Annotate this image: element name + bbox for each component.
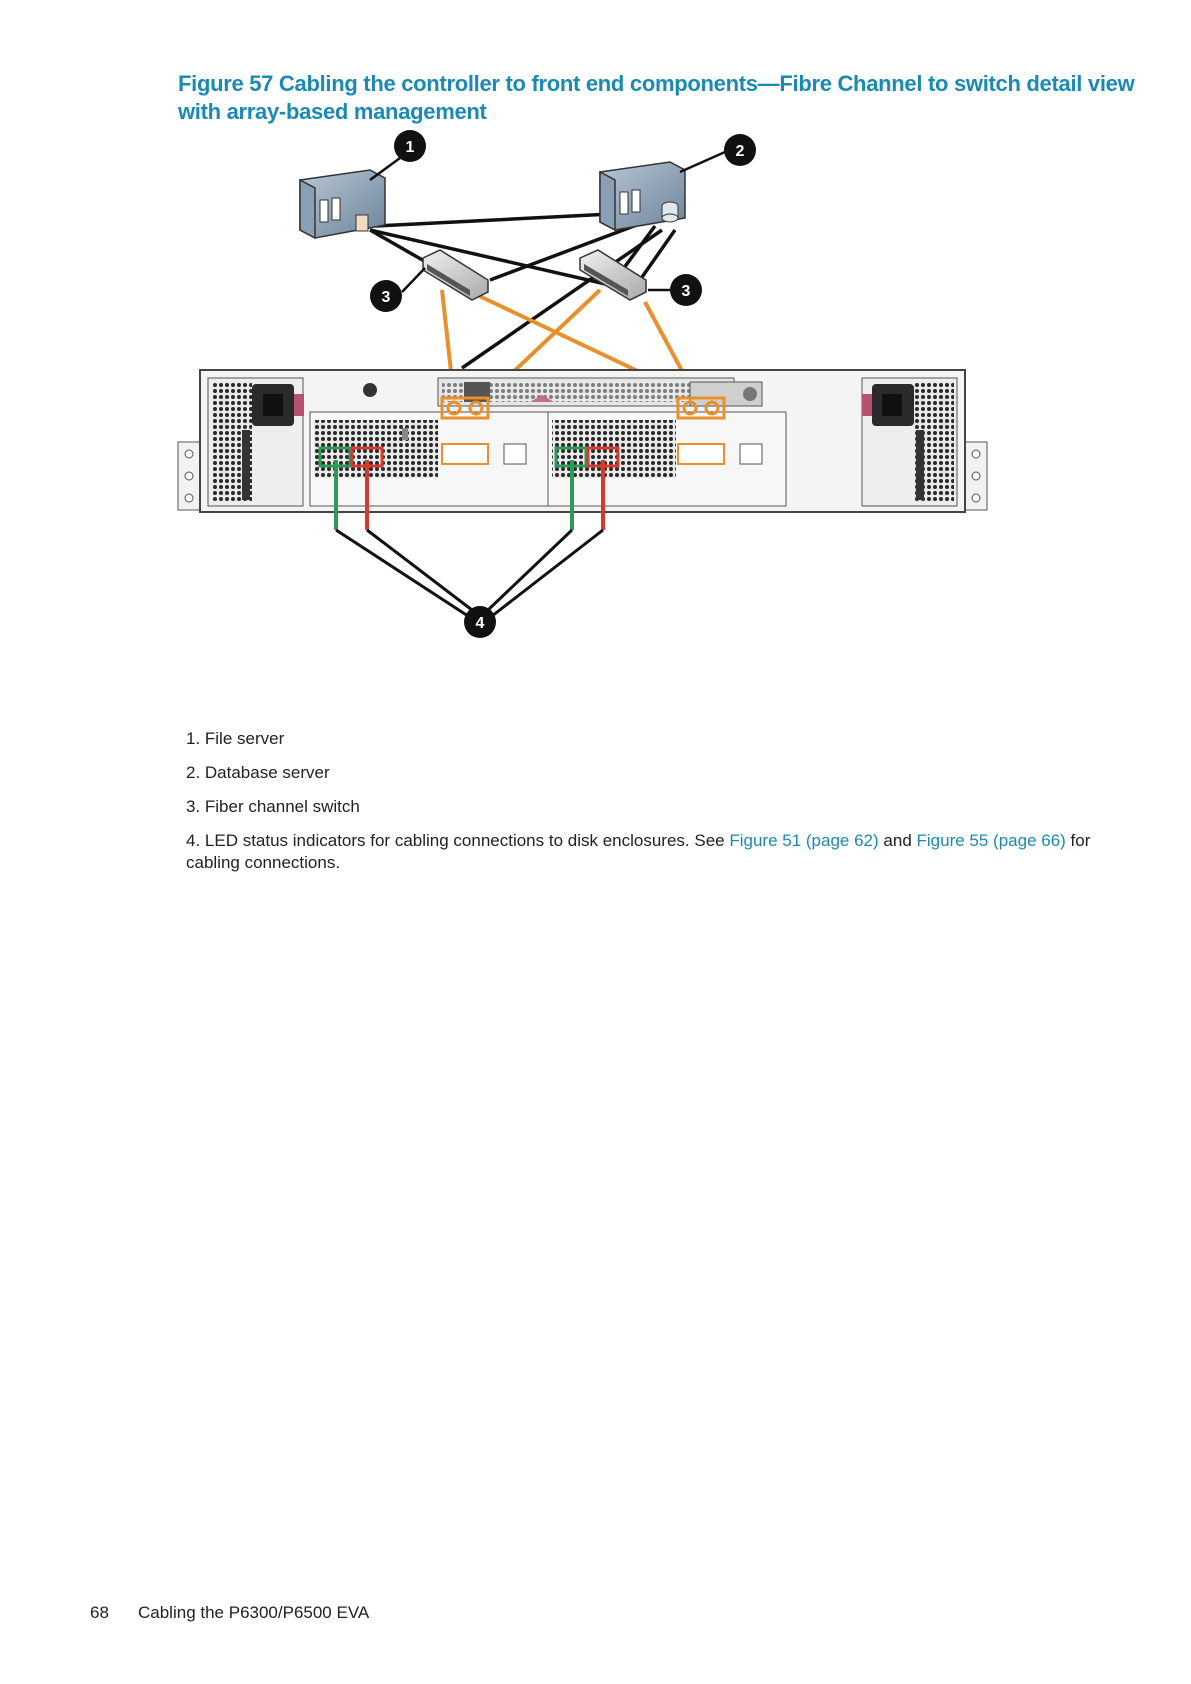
svg-text:2: 2 (736, 143, 745, 160)
file-server (299, 169, 386, 240)
callout-3-right: 3 (670, 274, 702, 306)
callout-4: 4 (464, 606, 496, 638)
callout-1: 1 (394, 130, 426, 162)
database-server (599, 161, 686, 232)
footer-section-title: Cabling the P6300/P6500 EVA (138, 1603, 370, 1622)
disk-enclosure-cables (334, 460, 605, 530)
legend-item4-prefix: 4. LED status indicators for cabling con… (186, 831, 730, 850)
legend-item-fiber-channel-switch: 3. Fiber channel switch (186, 797, 360, 816)
svg-text:4: 4 (476, 615, 485, 632)
fibre-channel-switch-right (579, 249, 647, 301)
page-number: 68 (90, 1603, 109, 1622)
legend-item-file-server: 1. File server (186, 729, 285, 748)
callout-leaders (369, 150, 726, 293)
legend-item4-suffix: for cabling connections. (186, 831, 1091, 872)
svg-text:3: 3 (382, 289, 391, 306)
legend-item-led-status: 4. LED status indicators for cabling con… (186, 830, 1116, 874)
callout-2: 2 (724, 134, 756, 166)
legend-item4-mid: and (878, 831, 917, 850)
cabling-diagram: 1 2 3 3 (177, 130, 988, 638)
legend-item-database-server: 2. Database server (186, 763, 330, 782)
fc-host-ports-left (440, 396, 490, 420)
page-footer: 68 Cabling the P6300/P6500 EVA (90, 1603, 369, 1623)
figure-title: Figure 57 Cabling the controller to fron… (178, 71, 1135, 124)
network-cables (369, 210, 677, 370)
fc-host-ports-right (676, 396, 726, 420)
callout-3-left: 3 (370, 280, 402, 312)
power-supply-right (861, 377, 958, 507)
controller-enclosure (177, 369, 988, 513)
callout-4-leaders (335, 528, 604, 618)
power-supply-left (207, 377, 304, 507)
svg-text:1: 1 (406, 139, 415, 156)
figure-legend: 1. File server 2. Database server 3. Fib… (186, 728, 1116, 886)
fibre-channel-switch-left (422, 249, 489, 301)
figure-55-link[interactable]: Figure 55 (page 66) (916, 831, 1066, 850)
figure-51-link[interactable]: Figure 51 (page 62) (729, 831, 879, 850)
svg-text:3: 3 (682, 283, 691, 300)
